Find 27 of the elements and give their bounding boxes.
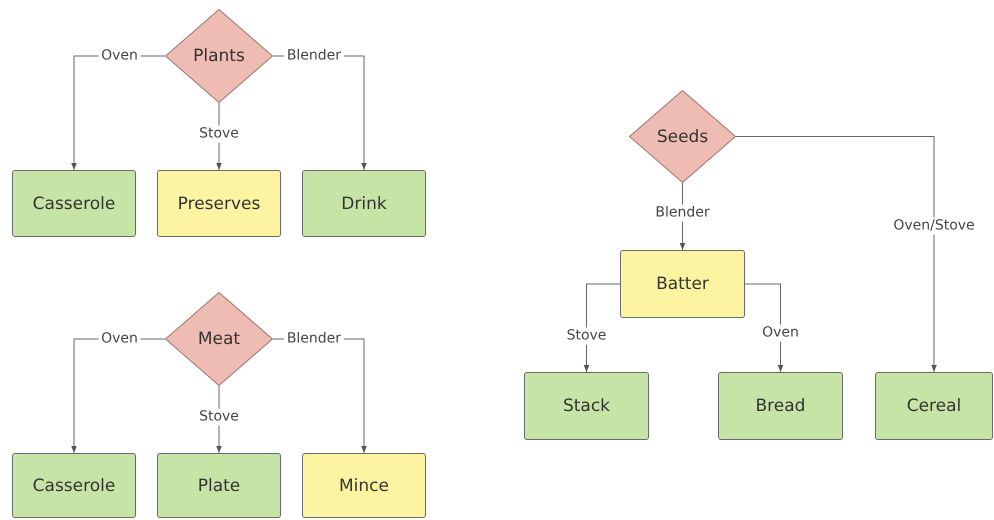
process-box — [302, 453, 426, 518]
node-label: Stack — [562, 396, 610, 416]
process-box — [157, 453, 281, 518]
node-label: Drink — [341, 194, 387, 214]
process-box — [12, 170, 136, 237]
node-label: Casserole — [32, 194, 116, 214]
decision-diamond — [165, 292, 273, 386]
node-label: Seeds — [656, 126, 708, 146]
node-label: Cereal — [906, 396, 962, 416]
node-label: Plate — [198, 476, 240, 496]
process-box — [620, 250, 745, 318]
node-label: Preserves — [178, 194, 260, 214]
decision-diamond — [629, 90, 736, 183]
process-box — [302, 170, 426, 237]
node-label: Plants — [193, 46, 245, 66]
node-label: Meat — [198, 329, 240, 349]
node-label: Batter — [656, 274, 709, 294]
decision-diamond — [165, 9, 273, 103]
process-box — [157, 170, 281, 237]
node-label: Mince — [339, 476, 389, 496]
node-label: Casserole — [32, 476, 116, 496]
process-box — [875, 372, 993, 440]
process-box — [12, 453, 136, 518]
arrow — [736, 136, 937, 372]
process-box — [718, 372, 843, 440]
node-label: Bread — [756, 396, 806, 416]
process-box — [524, 372, 649, 440]
